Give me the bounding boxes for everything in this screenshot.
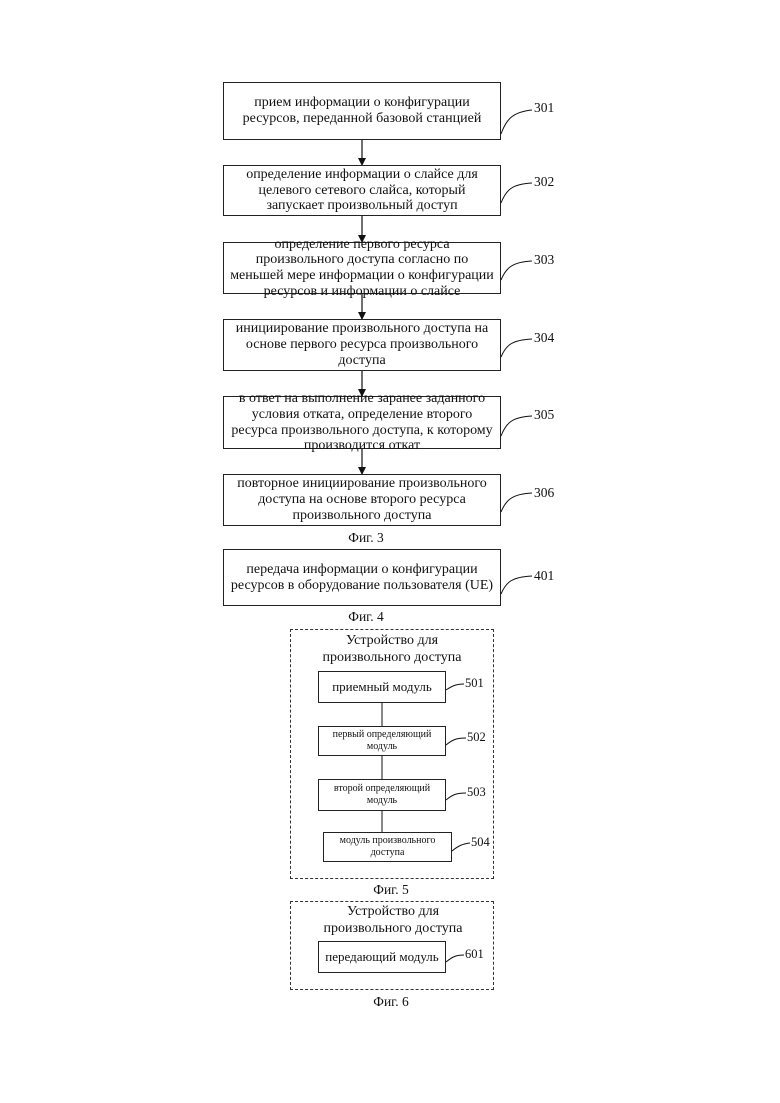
step-box-303: определение первого ресурса произвольног… (223, 242, 501, 294)
module-text-501: приемный модуль (332, 680, 432, 695)
module-text-601: передающий модуль (325, 950, 438, 965)
module-box-601: передающий модуль (318, 941, 446, 973)
ref-label-305: 305 (534, 407, 554, 423)
figure-caption-3: Фиг. 3 (306, 530, 426, 546)
device-title-fig5: Устройство для произвольного доступа (310, 633, 474, 667)
ref-label-304: 304 (534, 330, 554, 346)
ref-leader-304 (501, 339, 532, 357)
step-box-304: инициирование произвольного доступа на о… (223, 319, 501, 371)
step-text-401: передача информации о конфигурации ресур… (230, 562, 494, 593)
device-title-fig6: Устройство для произвольного доступа (320, 904, 466, 938)
step-box-302: определение информации о слайсе для целе… (223, 165, 501, 216)
step-text-306: повторное инициирование произвольного до… (230, 476, 494, 523)
ref-label-302: 302 (534, 174, 554, 190)
ref-leader-401 (501, 576, 532, 594)
step-box-301: прием информации о конфигурации ресурсов… (223, 82, 501, 140)
ref-label-306: 306 (534, 485, 554, 501)
ref-label-301: 301 (534, 100, 554, 116)
module-box-501: приемный модуль (318, 671, 446, 703)
step-text-301: прием информации о конфигурации ресурсов… (230, 95, 494, 126)
step-text-304: инициирование произвольного доступа на о… (230, 321, 494, 368)
figure-caption-5: Фиг. 5 (331, 882, 451, 898)
step-box-306: повторное инициирование произвольного до… (223, 474, 501, 526)
figure-caption-6: Фиг. 6 (331, 994, 451, 1010)
ref-label-303: 303 (534, 252, 554, 268)
ref-leader-302 (501, 183, 532, 203)
module-text-504: модуль произвольного доступа (328, 835, 447, 859)
ref-label-502: 502 (467, 730, 486, 745)
ref-label-401: 401 (534, 568, 554, 584)
module-box-502: первый определяющий модуль (318, 726, 446, 756)
ref-leader-301 (501, 110, 532, 134)
ref-label-503: 503 (467, 785, 486, 800)
module-text-503: второй определяющий модуль (323, 783, 441, 807)
ref-leader-305 (501, 416, 532, 436)
step-text-303: определение первого ресурса произвольног… (230, 237, 494, 300)
ref-leader-306 (501, 493, 532, 512)
step-text-302: определение информации о слайсе для целе… (230, 167, 494, 214)
step-text-305: в ответ на выполнение заранее заданного … (230, 391, 494, 454)
figure-caption-4: Фиг. 4 (306, 609, 426, 625)
module-box-504: модуль произвольного доступа (323, 832, 452, 862)
ref-label-601: 601 (465, 947, 484, 962)
module-box-503: второй определяющий модуль (318, 779, 446, 811)
ref-leader-303 (501, 261, 532, 280)
ref-label-504: 504 (471, 835, 490, 850)
ref-label-501: 501 (465, 676, 484, 691)
module-text-502: первый определяющий модуль (323, 729, 441, 753)
step-box-401: передача информации о конфигурации ресур… (223, 549, 501, 606)
step-box-305: в ответ на выполнение заранее заданного … (223, 396, 501, 449)
